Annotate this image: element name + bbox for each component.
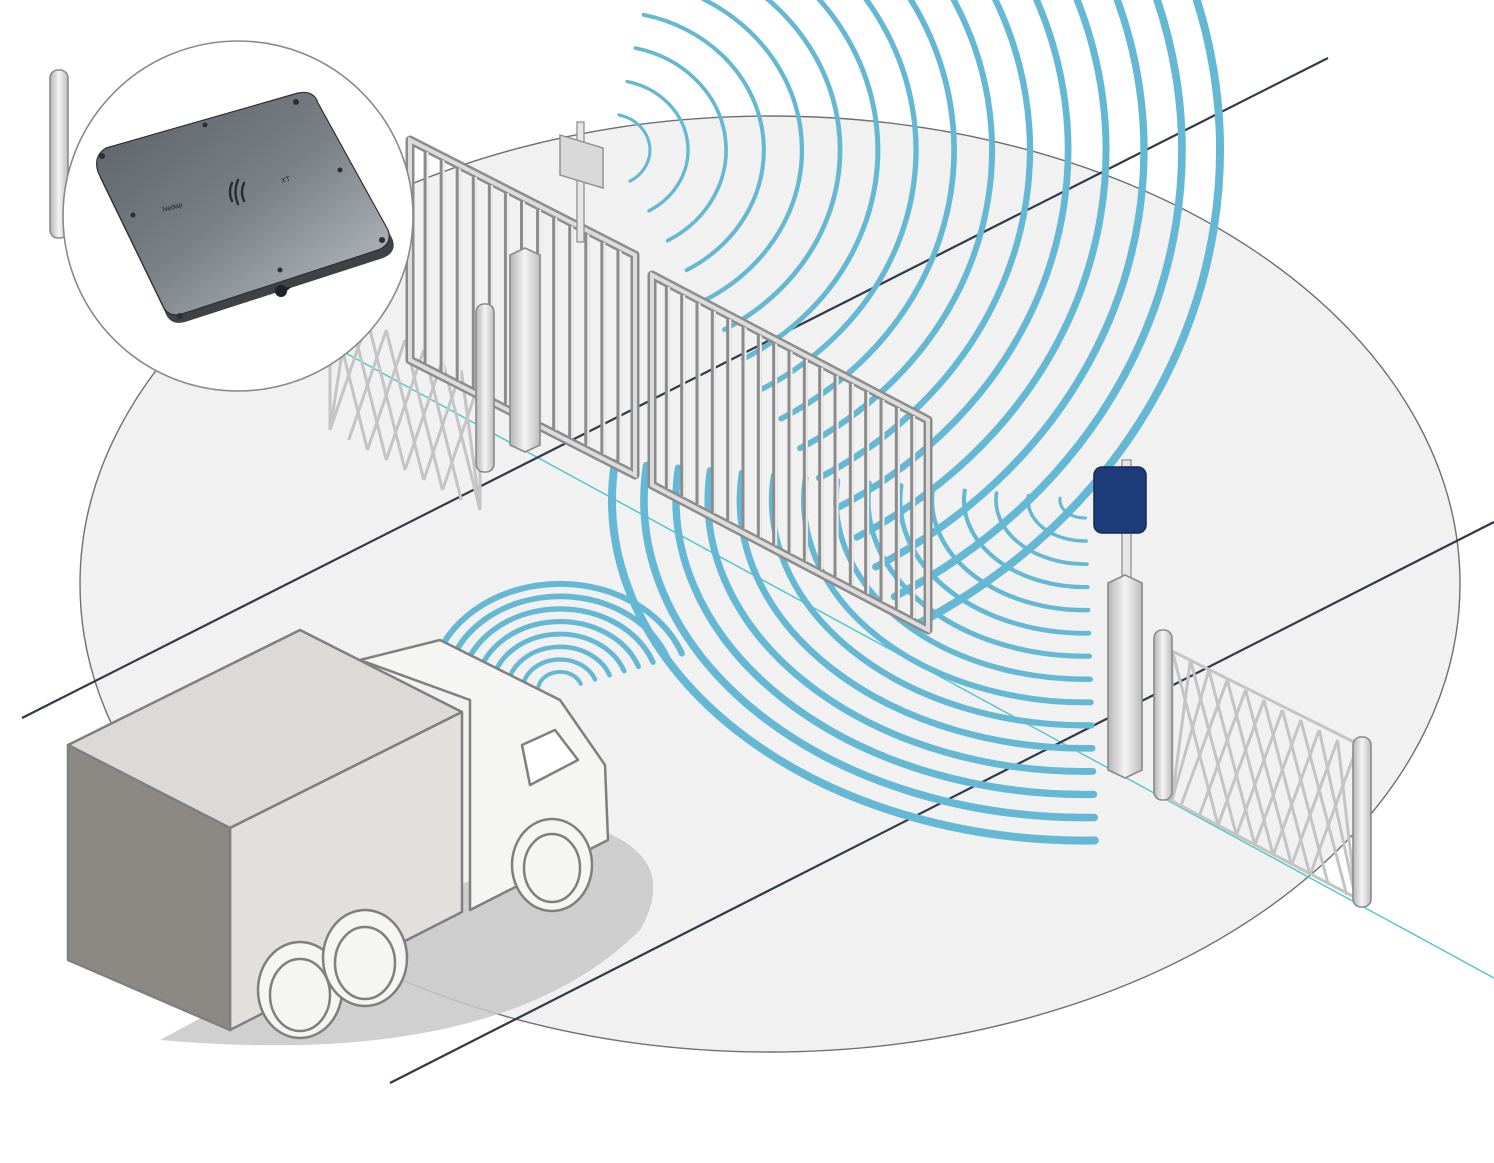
signal-wave-arc [1058,496,1087,520]
signal-wave-arc [641,12,766,273]
signal-wave-arc [797,0,996,452]
signal-wave-arc [897,483,1092,636]
signal-wave-arc [444,593,671,676]
signal-wave-arc [929,485,1091,613]
signal-wave-arc [460,606,656,678]
signal-wave-arc [617,113,652,183]
fence-mesh-wire [1188,659,1238,836]
fence-mesh-wire [1271,729,1321,856]
signal-wave-arc [700,0,805,303]
fence-mesh-wire [1234,709,1284,836]
fence-mesh-wire [1262,699,1312,876]
road-edge-top [21,57,1329,719]
signal-wave-arc [890,0,1186,601]
signal-wave-arc [704,467,1097,775]
fence-mesh-wire [366,339,407,451]
fence-mesh-wire [1216,699,1266,826]
gate-post-slim [475,303,495,473]
signal-wave-arc [1026,493,1088,543]
signal-wave-arc [633,46,728,243]
signal-wave-arc [608,459,1099,845]
signal-wave-arc [521,657,598,687]
signal-wave-arc [490,631,627,682]
rfid-reader-antenna-blue [1093,459,1147,779]
fence-mesh-wire [1253,719,1303,846]
signal-wave-arc [909,0,1224,631]
signal-waves [429,0,1224,845]
signal-wave-arc [536,669,583,689]
signal-wave-arc [672,464,1098,799]
signal-wave-arc [475,619,642,680]
fence-mesh-wire [1308,749,1358,876]
fence-mesh-wire [347,329,388,441]
signal-wave-arc [722,0,843,332]
fence-mesh-wire [1317,729,1358,901]
signal-wave-arc [834,0,1072,511]
truck [66,628,610,1040]
fence-mesh-wire [1207,669,1257,846]
fence-mesh-wire [459,369,482,511]
gate-post-left [509,247,541,453]
signal-wave-arc [778,0,957,422]
fence-mesh-wire [1170,659,1192,801]
device-model-label: XT [281,176,292,185]
device-inset: Nedap XT [62,40,414,392]
fence-mesh-wire [422,369,463,481]
fence-mesh-wire [1179,679,1229,806]
gate-frame-highlight [408,136,637,479]
signal-wave-arc [640,461,1098,822]
signal-wave-arc [740,0,881,362]
signal-wave-arc [962,488,1090,590]
fence-mesh-wire [1170,669,1211,801]
signal-wave-arc [505,644,612,685]
signal-wave-arc [853,0,1110,541]
fence-mesh-wire [1299,719,1349,896]
fence-mesh-wire [1280,709,1330,886]
fence-mesh-wire [1290,739,1340,866]
fence-mesh-wire [441,379,482,491]
sliding-gate [405,135,933,635]
fence-mesh-wire [1198,689,1248,816]
fence-mesh-wire [1244,689,1294,866]
fence-mesh-wire [1170,649,1220,826]
signal-wave-arc [872,0,1148,571]
fence-post [1153,629,1173,801]
signal-wave-arc [815,0,1034,482]
signal-wave-arc [625,79,690,213]
signal-wave-arc [429,580,685,673]
signal-wave-arc [994,491,1089,566]
gate-frame-highlight [650,271,930,634]
rfid-reader-device-icon: Nedap XT [96,91,394,323]
signal-wave-arc [759,0,919,392]
rfid-reader-antenna-grey [559,121,604,243]
fence-post [1352,736,1372,908]
fence-mesh-wire [1225,679,1275,856]
